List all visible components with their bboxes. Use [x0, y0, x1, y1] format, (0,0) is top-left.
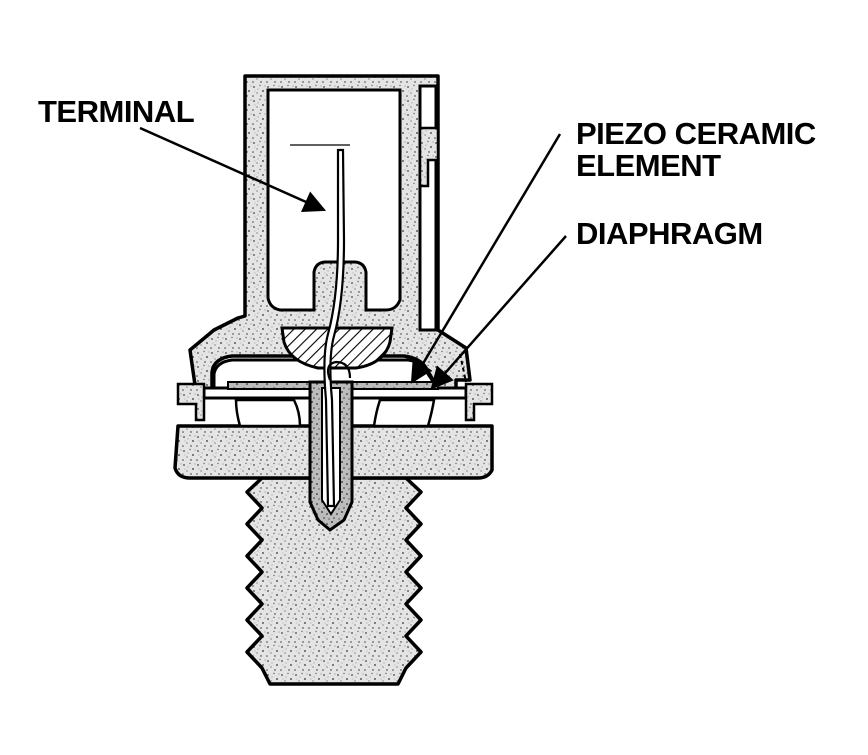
- diaphragm-clamp-left: [176, 382, 206, 422]
- terminal-pin: [323, 148, 346, 508]
- piezo-leader: [410, 133, 562, 384]
- label-diaphragm: DIAPHRAGM: [576, 216, 763, 251]
- terminal-loop: [326, 360, 352, 381]
- lower-cavity-left: [234, 398, 302, 428]
- diaphragm-leader: [430, 235, 567, 390]
- hatched-insulator: [280, 326, 394, 370]
- label-piezo-line2: ELEMENT: [576, 148, 721, 183]
- lower-cavity-right: [372, 398, 436, 428]
- label-terminal: TERMINAL: [38, 94, 194, 129]
- label-piezo-line1: PIEZO CERAMIC: [576, 116, 816, 151]
- locking-tab: [418, 84, 438, 332]
- threaded-stud: [245, 476, 423, 686]
- terminal-leader: [139, 126, 327, 213]
- diaphragm-leader-dashed: [459, 353, 467, 383]
- locking-tab-notch: [418, 126, 440, 188]
- diaphragm-clamp-right: [464, 382, 494, 422]
